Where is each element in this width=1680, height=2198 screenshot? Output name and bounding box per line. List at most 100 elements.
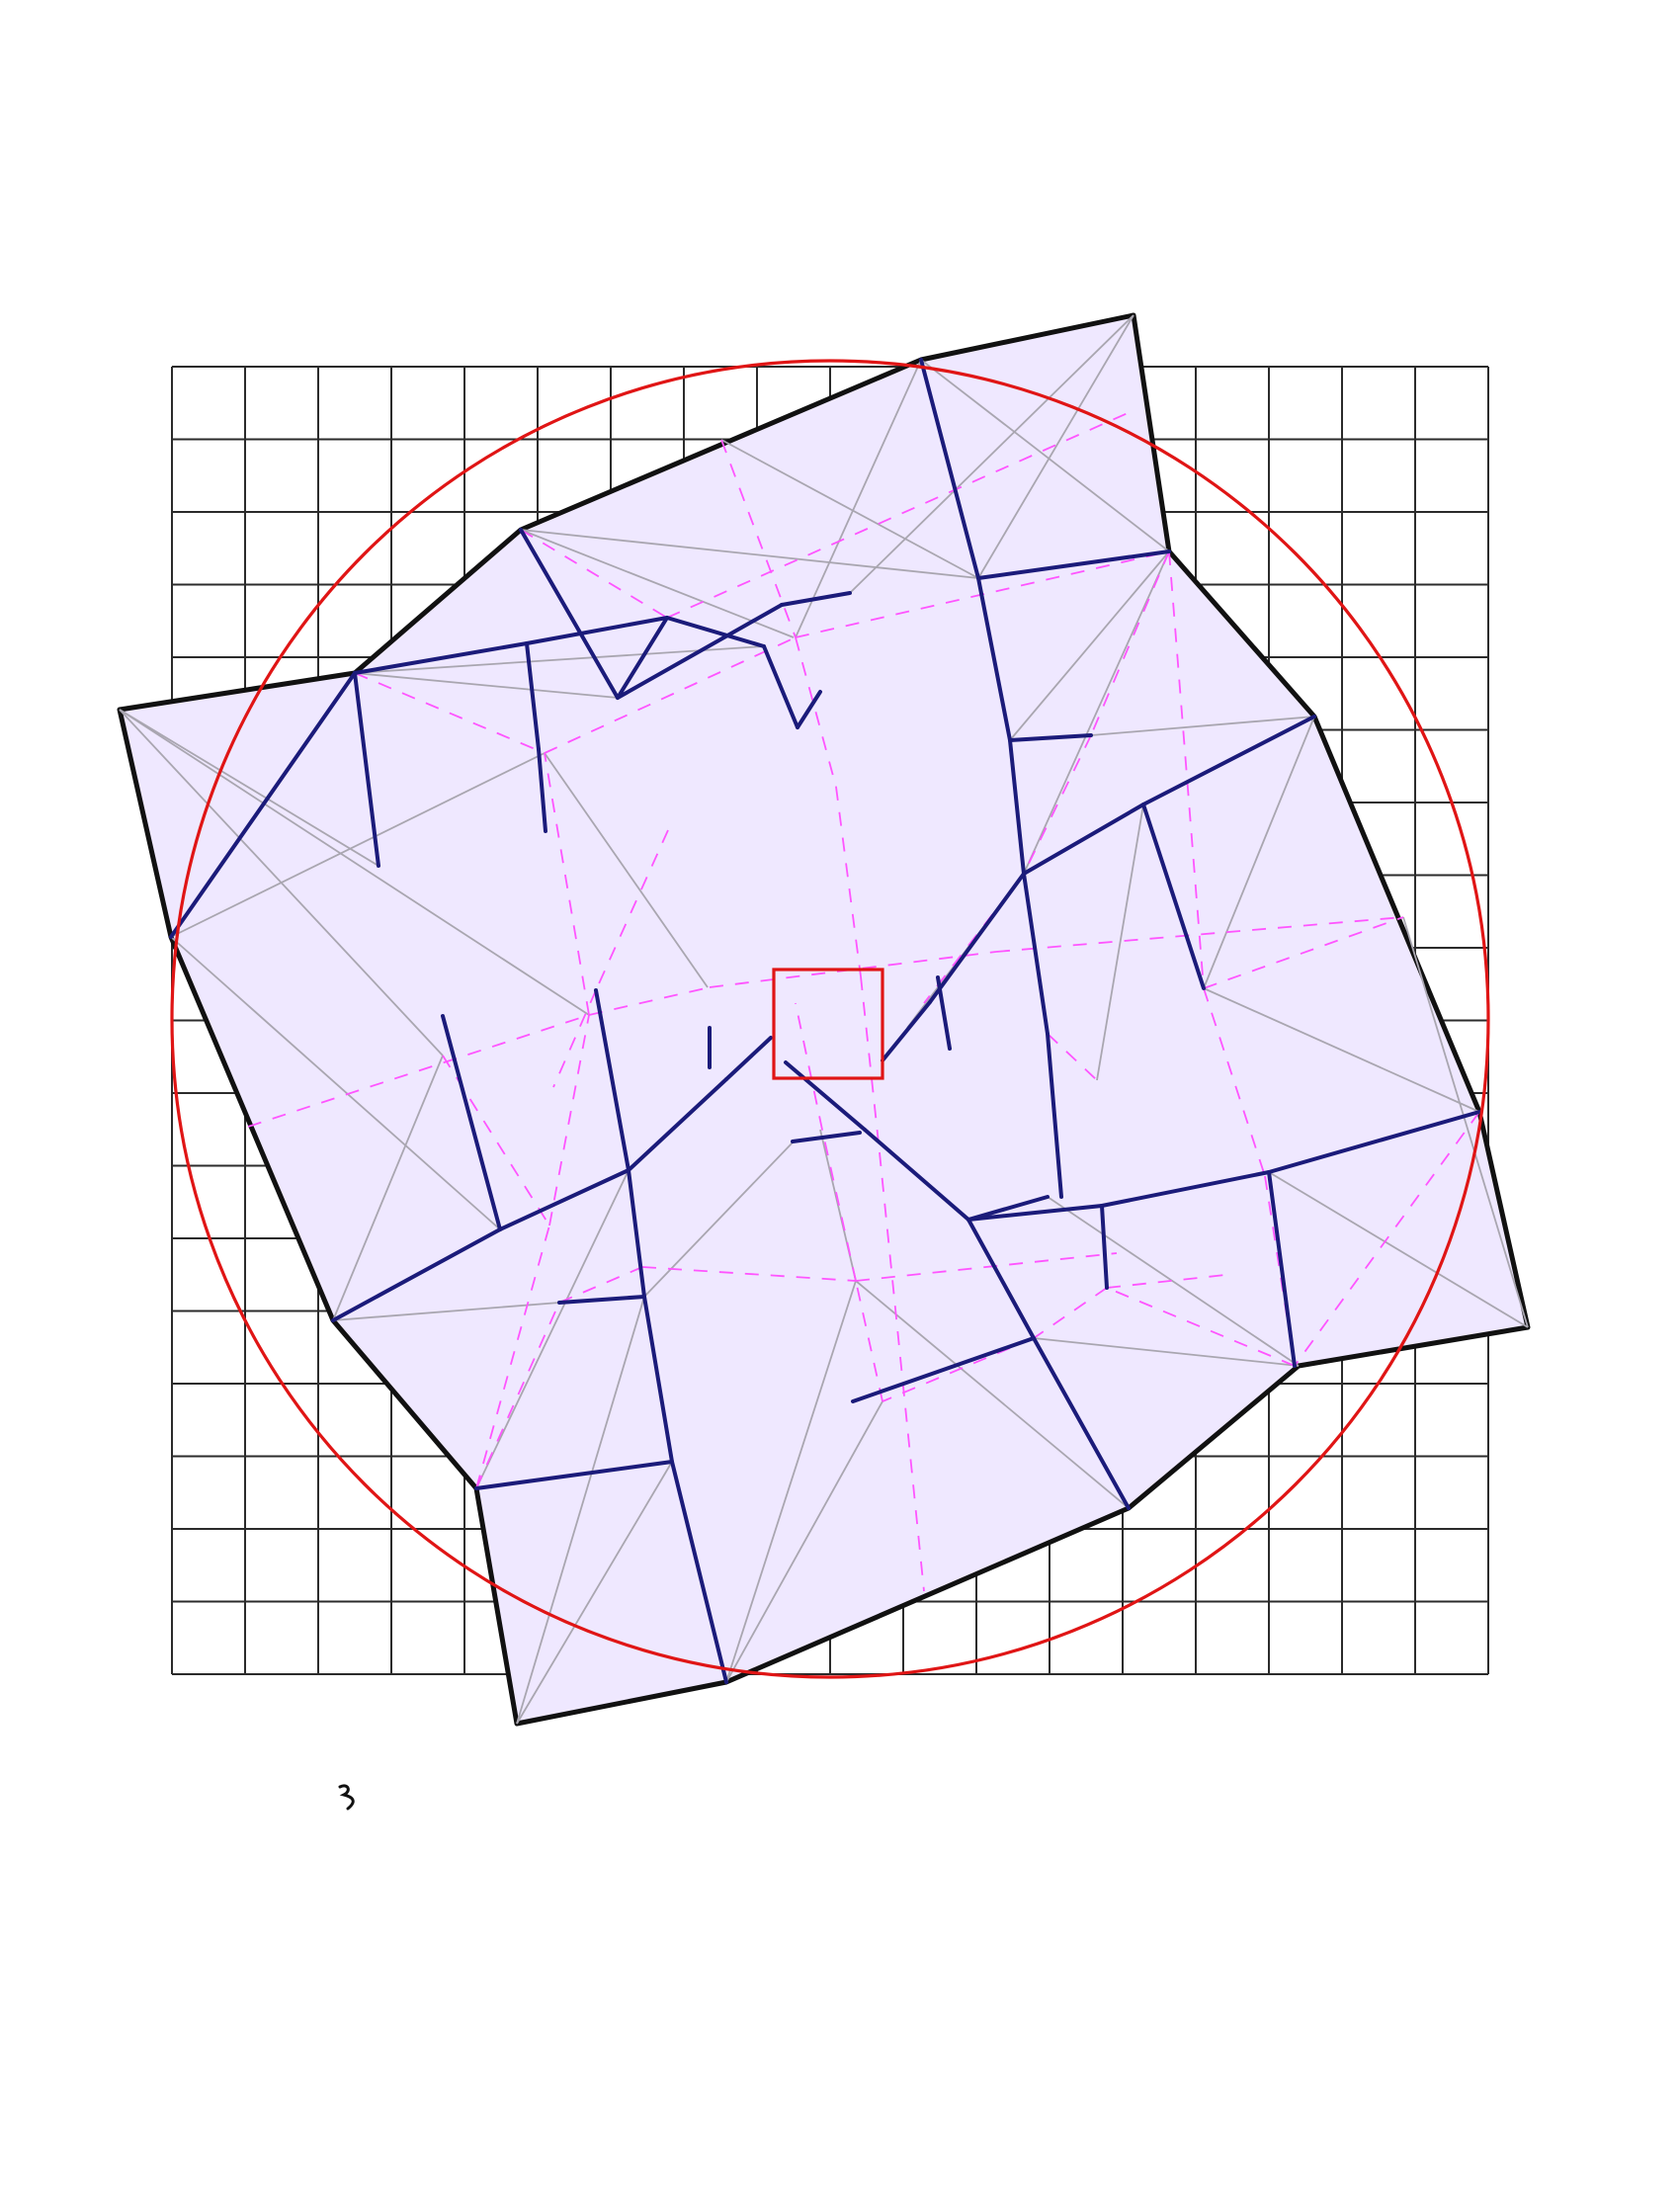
valley-crease — [354, 672, 546, 754]
mountain-crease — [966, 1195, 1050, 1222]
mountain-crease — [525, 616, 669, 645]
auxiliary-crease — [855, 1280, 1130, 1509]
auxiliary-crease — [520, 529, 795, 638]
auxiliary-crease — [920, 359, 1170, 552]
mountain-crease — [1046, 1032, 1063, 1199]
valley-crease — [855, 1252, 1118, 1282]
valley-crease — [1203, 916, 1404, 989]
mountain-crease — [966, 1204, 1104, 1222]
auxiliary-crease — [332, 1302, 560, 1321]
mountain-crease — [791, 1131, 862, 1143]
mountain-crease — [1008, 733, 1093, 742]
mountain-crease — [441, 1014, 502, 1231]
auxiliary-crease — [1090, 716, 1315, 736]
mountain-crease — [169, 671, 357, 939]
auxiliary-crease — [475, 1169, 630, 1489]
valley-crease — [1090, 550, 1170, 736]
auxiliary-crease — [1268, 1171, 1529, 1328]
valley-crease — [1203, 987, 1266, 1177]
mountain-crease — [1141, 803, 1206, 990]
valley-crease — [552, 989, 597, 1088]
mountain-crease — [796, 690, 822, 729]
mountain-crease — [1267, 1110, 1481, 1174]
valley-crease — [520, 529, 668, 619]
auxiliary-crease — [1402, 916, 1529, 1328]
auxiliary-crease — [516, 1296, 645, 1725]
red-center-square — [772, 968, 884, 1080]
mountain-crease — [1267, 1170, 1297, 1368]
auxiliary-crease — [1023, 550, 1170, 875]
auxiliary-crease — [795, 359, 922, 638]
mountain-crease — [616, 616, 669, 700]
auxiliary-crease — [1047, 1196, 1300, 1367]
valley-crease — [475, 1302, 560, 1489]
valley-crease — [247, 1014, 590, 1128]
auxiliary-crease — [1033, 1337, 1300, 1367]
valley-crease — [835, 786, 862, 977]
mountain-crease — [976, 550, 1171, 580]
valley-crease — [1294, 1111, 1480, 1367]
mountain-crease — [784, 1060, 867, 1132]
mountain-crease — [557, 1295, 646, 1305]
auxiliary-crease — [1096, 803, 1144, 1081]
auxiliary-crease — [354, 672, 619, 699]
mountain-crease — [616, 603, 784, 700]
auxiliary-crease — [354, 645, 765, 674]
valley-crease — [795, 636, 837, 788]
auxiliary-crease — [332, 1055, 444, 1321]
mountain-crease — [498, 1168, 630, 1231]
mountain-crease — [627, 1168, 646, 1299]
folded-paper-outline — [117, 312, 1531, 1727]
valley-crease — [1106, 1287, 1296, 1367]
valley-crease — [595, 829, 669, 991]
mountain-crease — [1141, 715, 1316, 806]
mountain-crease — [919, 358, 980, 580]
mountain-crease — [665, 616, 766, 648]
mountain-crease — [780, 591, 852, 607]
mountain-crease — [863, 1128, 970, 1222]
valley-crease — [1106, 1274, 1226, 1289]
red-circle — [170, 359, 1490, 1679]
valley-crease — [709, 951, 997, 988]
mountain-crease — [1100, 1204, 1109, 1290]
auxiliary-crease — [725, 1280, 857, 1683]
valley-crease — [544, 752, 590, 1016]
mountain-crease — [525, 641, 541, 751]
mountain-crease — [851, 1336, 1036, 1403]
auxiliary-crease — [520, 529, 979, 579]
valley-crease — [795, 1002, 823, 1131]
mountain-crease — [353, 641, 529, 675]
valley-crease — [1047, 1033, 1098, 1081]
valley-crease — [666, 412, 1129, 619]
auxiliary-crease — [725, 1400, 883, 1683]
mountain-crease — [1022, 803, 1145, 876]
auxiliary-crease — [1203, 716, 1315, 989]
valley-crease — [821, 1129, 857, 1282]
auxiliary-crease — [170, 752, 546, 938]
mountain-crease — [1008, 738, 1026, 876]
mountain-crease — [1032, 1336, 1131, 1510]
valley-crease — [879, 1151, 925, 1592]
valley-crease — [855, 1280, 883, 1402]
auxiliary-crease — [170, 936, 501, 1230]
valley-crease — [544, 636, 797, 754]
auxiliary-crease — [720, 439, 979, 579]
mountain-crease — [353, 671, 380, 868]
mountain-crease — [1022, 872, 1050, 1036]
mountain-crease — [594, 988, 630, 1172]
mountain-crease — [331, 1227, 502, 1322]
auxiliary-crease — [1009, 550, 1170, 741]
auxiliary-crease — [1203, 987, 1480, 1113]
mountain-crease — [936, 975, 952, 1051]
auxiliary-crease — [516, 1461, 673, 1725]
valley-crease — [995, 916, 1404, 953]
valley-crease — [720, 439, 797, 638]
mountain-crease — [762, 644, 799, 729]
valley-crease — [548, 1014, 590, 1226]
auxiliary-crease — [119, 709, 590, 1016]
mountain-crease — [928, 872, 1026, 1004]
valley-crease — [588, 986, 711, 1016]
mountain-crease — [627, 1077, 728, 1172]
handwritten-mark — [338, 1784, 355, 1811]
